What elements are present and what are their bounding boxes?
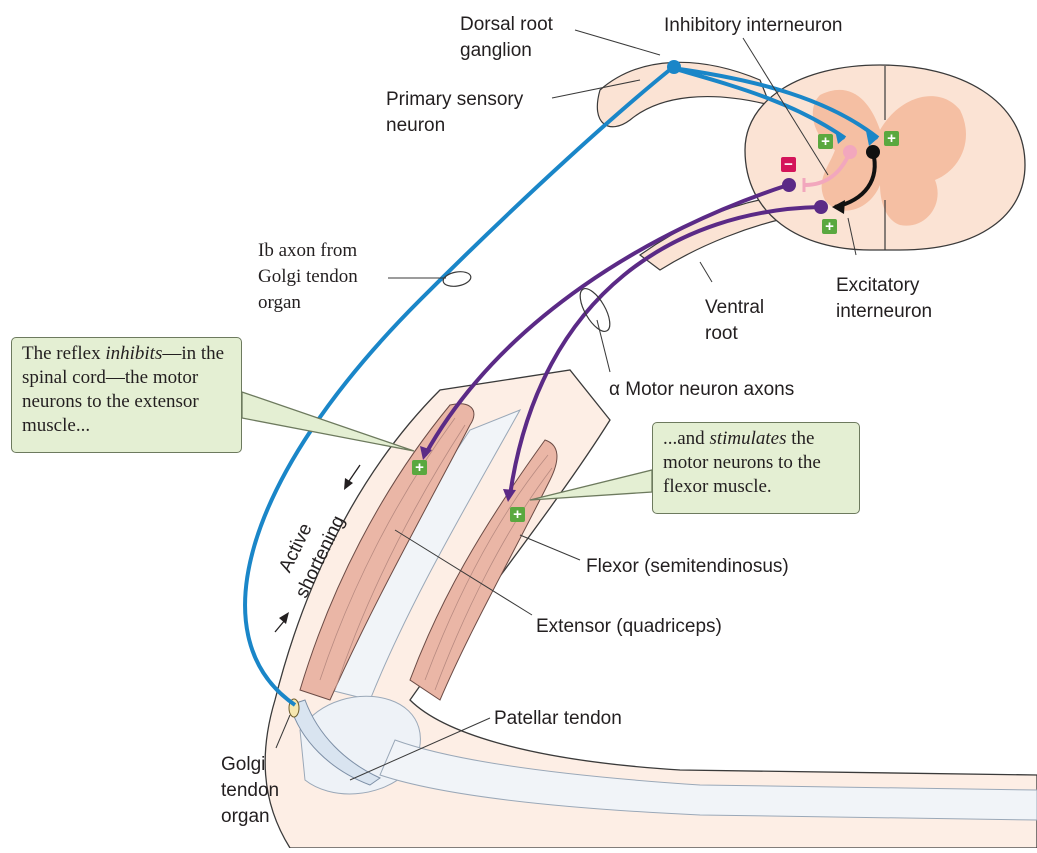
label-golgi-tendon-organ: Golgi tendon organ bbox=[221, 754, 284, 827]
label-inhibitory-interneuron: Inhibitory interneuron bbox=[664, 15, 843, 36]
plus-badge: + bbox=[822, 218, 837, 235]
neural-pathways bbox=[243, 60, 880, 707]
muscle-fibers bbox=[319, 417, 553, 691]
minus-symbol: − bbox=[784, 156, 793, 173]
plus-symbol: + bbox=[825, 218, 834, 235]
leg-illustration bbox=[264, 369, 1037, 849]
motor-axon-bundle-ring bbox=[579, 288, 611, 332]
left-callout-emphasis: inhibits bbox=[105, 343, 163, 364]
label-extensor: Extensor (quadriceps) bbox=[536, 616, 722, 637]
label-flexor: Flexor (semitendinosus) bbox=[586, 556, 789, 577]
synapse-badges: + + − + + + bbox=[412, 130, 899, 523]
plus-badge: + bbox=[818, 133, 833, 150]
flexor-motor-neuron bbox=[814, 200, 828, 214]
right-callout-text-post: the motor neurons to the flexor muscle. bbox=[663, 428, 821, 497]
excitatory-terminal-arrow bbox=[832, 200, 845, 214]
plus-badge: + bbox=[412, 459, 427, 476]
inhibitory-interneuron-body bbox=[843, 145, 857, 159]
sensory-terminal-arrow-2 bbox=[866, 131, 878, 146]
shortening-arrow-down bbox=[344, 478, 353, 490]
left-callout: The reflex inhibits—in the spinal cord—t… bbox=[11, 337, 242, 453]
right-callout-text-pre: ...and bbox=[663, 428, 710, 449]
label-ib-axon: Ib axon from Golgi tendon organ bbox=[258, 240, 363, 313]
ib-sensory-axon bbox=[243, 66, 674, 707]
label-primary-sensory-neuron: Primary sensory neuron bbox=[386, 89, 529, 136]
tibia-bone bbox=[379, 739, 1037, 821]
extensor-muscle bbox=[299, 403, 475, 701]
left-callout-text-pre: The reflex bbox=[22, 343, 106, 364]
left-callout-pointer bbox=[241, 391, 415, 452]
active-shortening-arrows bbox=[274, 464, 361, 633]
leader-lines bbox=[275, 29, 857, 781]
plus-symbol: + bbox=[821, 133, 830, 150]
gray-matter bbox=[812, 89, 966, 226]
extensor-motor-axon bbox=[423, 183, 789, 456]
flexor-muscle bbox=[409, 439, 558, 701]
plus-symbol: + bbox=[887, 130, 896, 147]
extensor-motor-neuron bbox=[782, 178, 796, 192]
plus-symbol: + bbox=[513, 506, 522, 523]
right-callout: ...and stimulates the motor neurons to t… bbox=[652, 422, 860, 514]
label-excitatory-interneuron: Excitatory interneuron bbox=[836, 275, 932, 322]
label-ventral-root: Ventral root bbox=[705, 297, 769, 344]
label-motor-neuron-axons: α Motor neuron axons bbox=[609, 379, 794, 400]
label-patellar-tendon: Patellar tendon bbox=[494, 708, 622, 729]
left-callout-text-post: —in the spinal cord—the motor neurons to… bbox=[22, 343, 225, 436]
right-callout-emphasis: stimulates bbox=[709, 428, 787, 449]
label-dorsal-root-ganglion: Dorsal root ganglion bbox=[460, 14, 558, 61]
ib-axon-bundle-ring bbox=[442, 271, 472, 287]
patellar-tendon-shape bbox=[289, 699, 382, 786]
flexor-terminal-arrow bbox=[503, 489, 516, 502]
sensory-branch-to-excitatory bbox=[671, 66, 880, 140]
excitatory-interneuron-body bbox=[866, 145, 880, 159]
shortening-arrow-up bbox=[279, 612, 289, 624]
plus-badge: + bbox=[510, 506, 525, 523]
dorsal-root-ganglion-cell bbox=[667, 60, 681, 74]
extensor-terminal-arrow bbox=[420, 446, 432, 460]
minus-badge: − bbox=[781, 156, 796, 173]
plus-badge: + bbox=[884, 130, 899, 147]
sensory-branch-to-inhibitory bbox=[671, 66, 847, 140]
plus-symbol: + bbox=[415, 459, 424, 476]
sensory-terminal-arrow-1 bbox=[835, 130, 845, 144]
flexor-motor-axon bbox=[508, 205, 821, 496]
